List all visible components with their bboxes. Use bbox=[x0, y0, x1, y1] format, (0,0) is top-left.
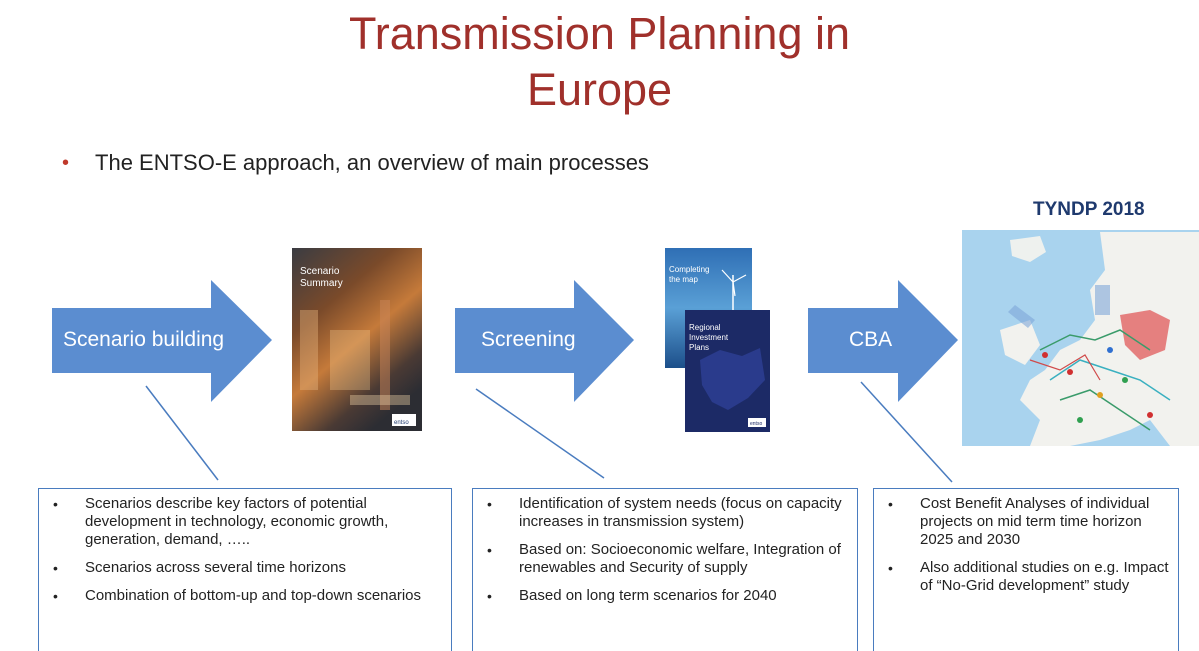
intro-bullet-text: The ENTSO-E approach, an overview of mai… bbox=[95, 150, 649, 175]
scenario-cover-title-line2: Summary bbox=[300, 278, 343, 289]
connector-line-1 bbox=[145, 385, 219, 481]
slide-title: Transmission Planning in Europe bbox=[0, 6, 1199, 118]
arrow-cba bbox=[808, 280, 958, 402]
cba-box: Cost Benefit Analyses of individual proj… bbox=[873, 488, 1179, 651]
scenario-building-list: Scenarios describe key factors of potent… bbox=[49, 495, 443, 605]
connector-line-2 bbox=[475, 388, 605, 479]
arrow-label-scenario-building: Scenario building bbox=[63, 328, 225, 351]
screening-list: Identification of system needs (focus on… bbox=[483, 495, 849, 605]
arrow-screening bbox=[455, 280, 634, 402]
regional-front-title-line3: Plans bbox=[689, 343, 709, 352]
cba-list: Cost Benefit Analyses of individual proj… bbox=[884, 495, 1170, 595]
scenario-building-box: Scenarios describe key factors of potent… bbox=[38, 488, 452, 651]
regional-back-title-line1: Completing bbox=[669, 265, 709, 274]
tyndp-map-image bbox=[962, 230, 1199, 446]
regional-plans-front-cover bbox=[685, 310, 770, 432]
arrow-label-screening: Screening bbox=[481, 328, 576, 351]
list-item: Combination of bottom-up and top-down sc… bbox=[49, 587, 443, 605]
regional-back-title-line2: the map bbox=[669, 275, 698, 284]
list-item: Scenarios across several time horizons bbox=[49, 559, 443, 577]
scenario-cover-brand: entso bbox=[394, 420, 409, 426]
arrow-scenario-building bbox=[52, 280, 272, 402]
regional-front-title-line1: Regional bbox=[689, 323, 721, 332]
tyndp-label: TYNDP 2018 bbox=[1033, 199, 1145, 220]
regional-front-title-line2: Investment bbox=[689, 333, 729, 342]
scenario-cover-title-line1: Scenario bbox=[300, 266, 340, 277]
list-item: Also additional studies on e.g. Impact o… bbox=[884, 559, 1170, 595]
intro-bullet: • The ENTSO-E approach, an overview of m… bbox=[62, 150, 649, 176]
screening-box: Identification of system needs (focus on… bbox=[472, 488, 858, 651]
slide-title-line1: Transmission Planning in bbox=[348, 8, 851, 59]
list-item: Identification of system needs (focus on… bbox=[483, 495, 849, 531]
scenario-summary-cover bbox=[292, 248, 422, 431]
regional-front-brand: entso bbox=[750, 421, 762, 427]
arrow-label-cba: CBA bbox=[849, 328, 893, 351]
list-item: Based on: Socioeconomic welfare, Integra… bbox=[483, 541, 849, 577]
list-item: Scenarios describe key factors of potent… bbox=[49, 495, 443, 549]
list-item: Based on long term scenarios for 2040 bbox=[483, 587, 849, 605]
list-item: Cost Benefit Analyses of individual proj… bbox=[884, 495, 1170, 549]
connector-line-3 bbox=[860, 381, 953, 483]
slide-title-line2: Europe bbox=[526, 64, 673, 115]
bullet-dot-icon: • bbox=[62, 151, 70, 174]
